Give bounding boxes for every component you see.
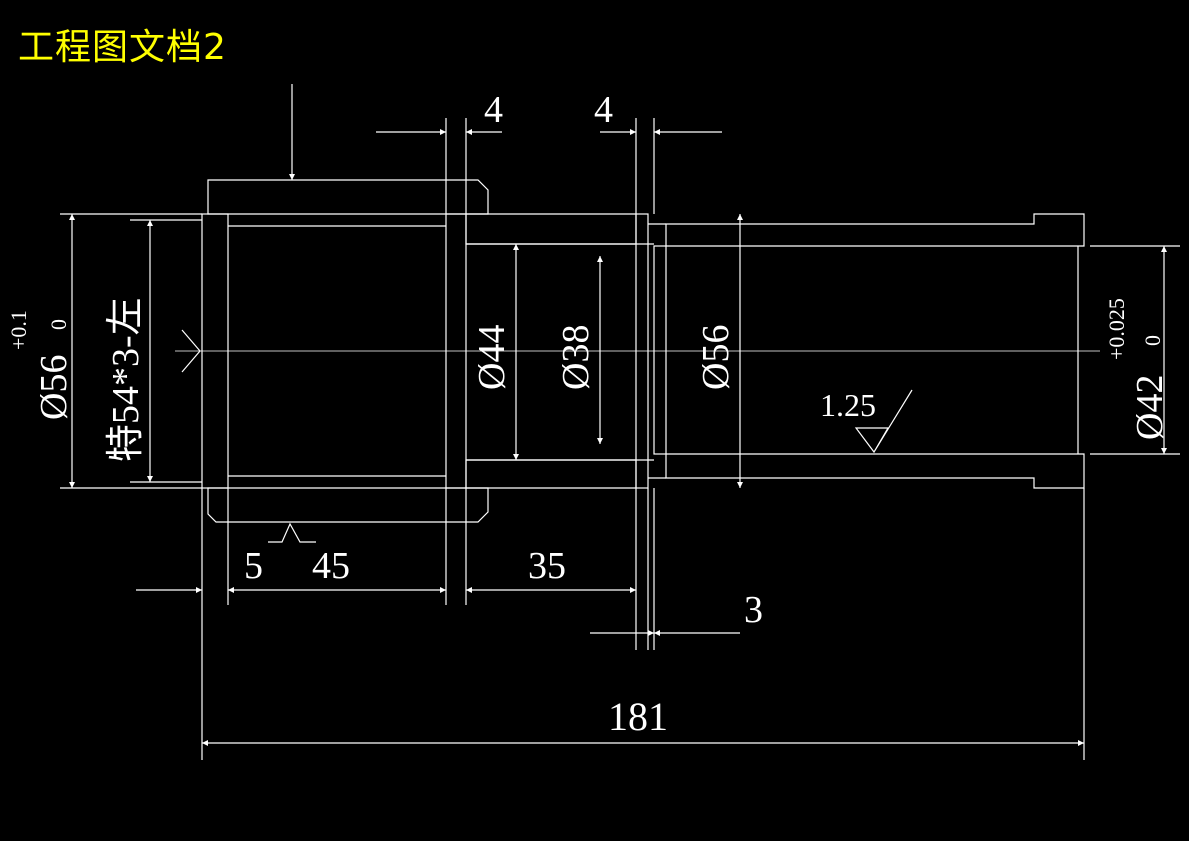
- dim-overall-length: 181: [608, 694, 668, 739]
- dimension-lines: [69, 84, 1167, 746]
- drawing-title: 工程图文档2: [18, 27, 227, 68]
- dimension-text: 4 4 5 45 35 3 181 1.25 Ø56 +0.1 0 特54*3-…: [6, 89, 1171, 739]
- dim-outer-diameter-left: Ø56: [33, 355, 75, 420]
- dim-tol-right-upper: +0.025: [1104, 298, 1129, 360]
- dim-left-thread-offset: 5: [244, 545, 263, 587]
- dim-bore-length: 45: [312, 545, 350, 587]
- dim-tol-right-lower: 0: [1140, 335, 1165, 346]
- dim-surface-finish: 1.25: [820, 387, 876, 423]
- dim-thread-spec: 特54*3-左: [105, 297, 147, 462]
- dim-mid-length: 35: [528, 545, 566, 587]
- part-outline: [175, 213, 1100, 489]
- dim-bore-right: Ø42: [1129, 375, 1171, 440]
- dim-tol-left-upper: +0.1: [6, 310, 31, 350]
- dim-dia-56: Ø56: [695, 325, 737, 390]
- dim-top-right-width: 4: [594, 89, 613, 131]
- dim-top-left-width: 4: [484, 89, 503, 131]
- dim-dia-44: Ø44: [471, 325, 513, 390]
- dim-tol-left-lower: 0: [46, 319, 71, 330]
- extension-lines: [60, 118, 1180, 760]
- dim-groove-width: 3: [744, 589, 763, 631]
- dim-dia-38: Ø38: [555, 325, 597, 390]
